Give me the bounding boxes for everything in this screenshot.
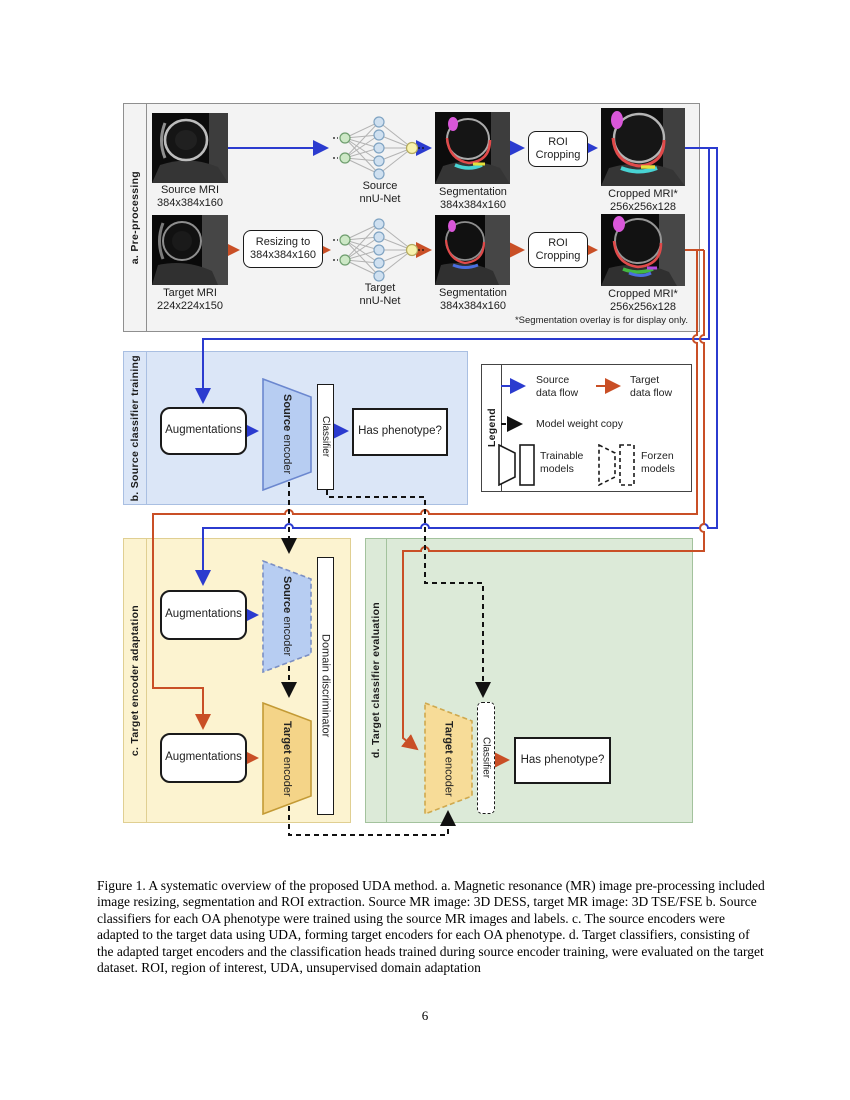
legend-label: Legend xyxy=(485,408,498,448)
source-mri-thumbnail xyxy=(152,113,228,183)
segmentation-overlay-footnote: *Segmentation overlay is for display onl… xyxy=(514,315,688,326)
legend-target-flow-label: Target data flow xyxy=(630,374,673,399)
source-encoder-c-frozen: Source encoder xyxy=(262,559,312,674)
cropped-mri-top-caption: Cropped MRI* 256x256x128 xyxy=(608,188,678,213)
target-encoder-c-label: Target encoder xyxy=(281,720,293,797)
legend-source-flow-label: Source data flow xyxy=(536,374,579,399)
panel-c-label-strip: c. Target encoder adaptation xyxy=(124,539,147,822)
panel-preprocessing-label-strip: a. Pre-processing xyxy=(124,104,147,331)
domain-discriminator-box: Domain discriminator xyxy=(317,557,334,815)
source-nnunet-icon xyxy=(333,116,425,180)
cropped-mri-bottom-thumbnail xyxy=(601,214,685,286)
target-encoder-d-label: Target encoder xyxy=(442,720,455,797)
segmentation-bottom-caption: Segmentation 384x384x160 xyxy=(439,287,507,312)
panel-d-label: d. Target classifier evaluation xyxy=(370,602,382,759)
classifier-box-d-frozen: Classifier xyxy=(477,702,495,814)
resizing-box: Resizing to 384x384x160 xyxy=(243,230,323,268)
panel-b-label: b. Source classifier training xyxy=(129,354,141,502)
source-encoder-b-label: Source encoder xyxy=(281,394,293,475)
target-mri-thumbnail xyxy=(152,215,228,285)
legend-trainable-icon xyxy=(498,443,536,487)
target-nnunet-icon xyxy=(333,218,425,282)
panel-d-label-strip: d. Target classifier evaluation xyxy=(366,539,387,822)
source-encoder-b: Source encoder xyxy=(262,377,312,492)
roi-cropping-top-box: ROI Cropping xyxy=(528,131,588,167)
has-phenotype-box-d: Has phenotype? xyxy=(514,737,611,784)
source-mri-image xyxy=(152,113,228,183)
target-mri-caption: Target MRI 224x224x150 xyxy=(156,287,224,312)
target-encoder-d-frozen: Target encoder xyxy=(424,701,473,816)
segmentation-top-thumbnail xyxy=(435,112,510,184)
classifier-box-b: Classifier xyxy=(317,384,334,490)
legend-frozen-label: Forzen models xyxy=(641,450,675,475)
target-encoder-c: Target encoder xyxy=(262,701,312,816)
source-mri-caption: Source MRI 384x384x160 xyxy=(156,184,224,209)
augmentations-box-c-bottom: Augmentations xyxy=(160,733,247,783)
legend-weight-copy-label: Model weight copy xyxy=(536,418,623,430)
source-encoder-c-label: Source encoder xyxy=(281,576,293,657)
figure-caption: Figure 1. A systematic overview of the p… xyxy=(97,878,765,976)
panel-b-label-strip: b. Source classifier training xyxy=(124,352,147,504)
legend-frozen-icon xyxy=(598,443,636,487)
target-nnunet-caption: Target nnU-Net xyxy=(359,282,401,307)
cropped-mri-bottom-caption: Cropped MRI* 256x256x128 xyxy=(608,288,678,313)
augmentations-box-c-top: Augmentations xyxy=(160,590,247,640)
cropped-mri-top-thumbnail xyxy=(601,108,685,186)
segmentation-bottom-thumbnail xyxy=(435,215,510,285)
roi-cropping-bottom-box: ROI Cropping xyxy=(528,232,588,268)
page-number: 6 xyxy=(421,1008,429,1023)
panel-c-label: c. Target encoder adaptation xyxy=(129,604,141,757)
segmentation-top-caption: Segmentation 384x384x160 xyxy=(439,186,507,211)
has-phenotype-box-b: Has phenotype? xyxy=(352,408,448,456)
target-mri-image xyxy=(152,215,228,285)
augmentations-box-b: Augmentations xyxy=(160,407,247,455)
source-nnunet-caption: Source nnU-Net xyxy=(359,180,401,205)
legend-trainable-label: Trainable models xyxy=(540,450,584,475)
